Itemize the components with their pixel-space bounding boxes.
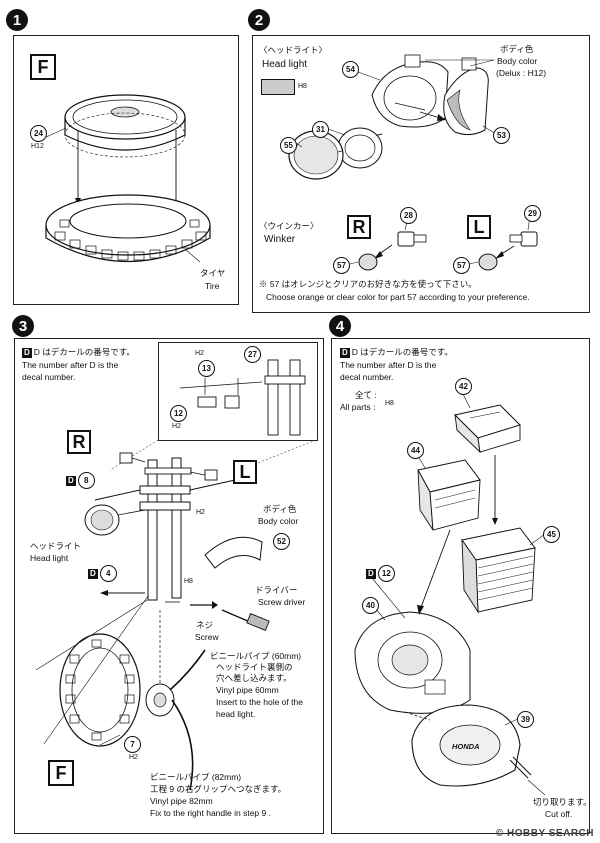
part-29-label: 29 [524, 205, 541, 222]
part-55-label: 55 [280, 137, 297, 154]
engine-brand-label: HONDA [452, 742, 480, 751]
screwdriver-en: Screw driver [258, 597, 306, 607]
decal-note-jp-4-text: D はデカールの番号です。 [351, 347, 453, 357]
headlight-en: Head light [30, 553, 69, 563]
cutoff-en: Cut off. [545, 809, 573, 819]
decal-12-number: 12 [377, 565, 395, 582]
part-45-label: 45 [543, 526, 560, 543]
vinyl60-en-3: head light. [216, 709, 256, 719]
part-57-right-label: 57 [333, 257, 350, 274]
paint-h2-inset-b: H2 [172, 423, 181, 430]
vinyl60-en-2: Insert to the hole of the [216, 697, 303, 707]
vinyl60-jp-2: ヘッドライト裏側の [216, 662, 293, 672]
part-39-label: 39 [517, 711, 534, 728]
part-7-label: 7 [124, 736, 141, 753]
handle-l-label: L [233, 460, 257, 484]
part-12-label: 12 [170, 405, 187, 422]
vinyl82-jp-2: 工程 9 の右グリップへつなぎます。 [150, 784, 287, 794]
note-57-en: Choose orange or clear color for part 57… [266, 292, 530, 302]
step-3-number: 3 [12, 315, 34, 337]
decal-4-number: 4 [99, 565, 117, 582]
vinyl60-jp-3: 穴へ差し込みます。 [216, 673, 292, 683]
part-44-label: 44 [407, 442, 424, 459]
part-54-label: 54 [342, 61, 359, 78]
body-color-en: Body color [497, 56, 538, 66]
part-13-label: 13 [198, 360, 215, 377]
decal-note-en-2: decal number. [22, 372, 76, 382]
part-57-left-label: 57 [453, 257, 470, 274]
watermark: © HOBBY SEARCH [495, 828, 594, 839]
paint-h2-hub: H2 [129, 754, 138, 761]
parts-tree-f-label: F [30, 54, 56, 80]
part-42-label: 42 [455, 378, 472, 395]
part-28-label: 28 [400, 207, 417, 224]
paint-h2-fork: H2 [196, 509, 205, 516]
headlight-jp: ヘッドライト [30, 541, 82, 551]
part-52-label: 52 [273, 533, 290, 550]
screwdriver-jp: ドライバー [255, 585, 298, 595]
winker-heading-jp: 〈ウインカー〉 [259, 221, 319, 231]
paint-h12-label: H12 [31, 143, 44, 150]
body-color-jp: ボディ色 [500, 44, 534, 54]
headlight-heading-jp: 〈ヘッドライト〉 [259, 45, 328, 55]
parts-tree-f-label-3: F [48, 760, 74, 786]
part-53-label: 53 [493, 127, 510, 144]
step-1-number: 1 [6, 9, 28, 31]
part-40-label: 40 [362, 597, 379, 614]
cutoff-jp: 切り取ります。 [533, 797, 592, 807]
part-24-label: 24 [30, 125, 47, 142]
decal-note-jp-text: D はデカールの番号です。 [33, 347, 135, 357]
body-color-en-3: Body color [258, 516, 299, 526]
decal-note-en-1: The number after D is the [22, 360, 119, 370]
color-swatch [261, 79, 295, 95]
decal-8-number: 8 [77, 472, 95, 489]
winker-heading-en: Winker [264, 234, 296, 245]
paint-h8-fork: H8 [184, 578, 193, 585]
paint-h8-all-parts: H8 [385, 400, 394, 407]
paint-h2-inset-a: H2 [195, 350, 204, 357]
step-4-number: 4 [329, 315, 351, 337]
vinyl82-en-1: Vinyl pipe 82mm [150, 796, 213, 806]
decal-note-en-4-1: The number after D is the [340, 360, 437, 370]
vinyl60-jp-1: ビニールパイプ (60mm) [210, 651, 302, 661]
vinyl82-en-2: Fix to the right handle in step 9 . [150, 808, 271, 818]
tire-label-en: Tire [205, 281, 220, 291]
body-color-jp-3: ボディ色 [263, 504, 297, 514]
vinyl82-jp-1: ビニールパイプ (82mm) [150, 772, 242, 782]
all-parts-jp: 全て : [355, 390, 377, 400]
note-57-jp: ※ 57 はオレンジとクリアのお好きな方を使って下さい。 [259, 279, 477, 289]
tire-label-jp: タイヤ [200, 268, 226, 278]
part-31-label: 31 [312, 121, 329, 138]
screw-jp: ネジ [196, 620, 214, 630]
vinyl60-en-1: Vinyl pipe 60mm [216, 685, 279, 695]
step-2-number: 2 [248, 9, 270, 31]
screw-en: Screw [195, 632, 219, 642]
handle-r-label: R [67, 430, 91, 454]
headlight-heading-en: Head light [262, 59, 308, 70]
decal-note-en-4-2: decal number. [340, 372, 394, 382]
part-27-label: 27 [244, 346, 261, 363]
body-color-delux: (Delux : H12) [496, 68, 547, 78]
all-parts-en: All parts : [340, 402, 376, 412]
paint-h8-swatch-label: H8 [298, 83, 307, 90]
winker-l-label: L [467, 215, 491, 239]
winker-r-label: R [347, 215, 371, 239]
